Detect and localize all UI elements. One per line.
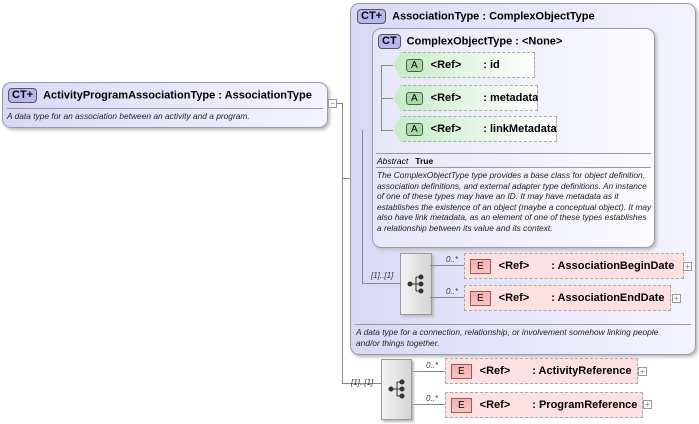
abstract-value: True: [415, 156, 434, 166]
attribute-id[interactable]: A <Ref> : id: [393, 52, 535, 78]
association-type-title: AssociationType : ComplexObjectType: [392, 10, 595, 23]
abstract-label: Abstract: [377, 156, 409, 166]
attribute-badge: A: [406, 58, 423, 72]
sequence-compositor[interactable]: [381, 359, 412, 420]
expand-button[interactable]: +: [643, 400, 652, 409]
ref-label: <Ref>: [430, 92, 462, 104]
attribute-name: : linkMetadata: [483, 123, 557, 135]
ref-label: <Ref>: [479, 365, 511, 377]
attribute-metadata[interactable]: A <Ref> : metadata: [393, 85, 538, 111]
sequence-icon: [388, 379, 405, 399]
element-badge: E: [451, 363, 472, 379]
element-name: : AssociationBeginDate: [551, 260, 675, 272]
root-type-name: ActivityProgramAssociationType: [43, 89, 216, 102]
association-description: A data type for a connection, relationsh…: [356, 327, 659, 348]
occurs-label: 0..*: [446, 255, 459, 264]
attribute-badge: A: [406, 122, 423, 136]
expand-button[interactable]: +: [672, 294, 681, 303]
root-base-type: : AssociationType: [218, 89, 312, 102]
attribute-name: : id: [483, 59, 500, 71]
sequence-icon: [407, 274, 424, 294]
element-association-end-date[interactable]: E <Ref> : AssociationEndDate: [464, 285, 671, 311]
occurs-label: 0..*: [426, 361, 439, 370]
element-association-begin-date[interactable]: E <Ref> : AssociationBeginDate: [464, 253, 684, 279]
element-badge: E: [451, 397, 472, 413]
element-activity-reference[interactable]: E <Ref> : ActivityReference: [445, 358, 638, 384]
root-description: A data type for an association between a…: [7, 111, 250, 121]
sequence-cardinality: [1]..[1]: [351, 378, 374, 387]
complex-object-description: The ComplexObjectType type provides a ba…: [377, 170, 652, 233]
attribute-badge: A: [406, 91, 423, 105]
element-badge: E: [470, 258, 491, 274]
element-name: : ActivityReference: [532, 365, 632, 377]
element-name: : ProgramReference: [532, 399, 638, 411]
attribute-linkmetadata[interactable]: A <Ref> : linkMetadata: [393, 116, 557, 142]
element-name: : AssociationEndDate: [551, 292, 665, 304]
sequence-cardinality: [1]..[1]: [371, 271, 394, 280]
element-program-reference[interactable]: E <Ref> : ProgramReference: [445, 392, 643, 418]
complex-object-type-title: ComplexObjectType : <None>: [406, 35, 563, 48]
ref-label: <Ref>: [498, 260, 530, 272]
complex-type-badge: CT+: [357, 9, 387, 24]
ref-label: <Ref>: [479, 399, 511, 411]
ref-label: <Ref>: [498, 292, 530, 304]
ref-label: <Ref>: [430, 123, 462, 135]
collapse-button[interactable]: −: [328, 99, 337, 108]
element-badge: E: [470, 290, 491, 306]
complex-type-badge: CT+: [8, 88, 38, 103]
complex-type-badge: CT: [378, 34, 401, 49]
ref-label: <Ref>: [430, 59, 462, 71]
occurs-label: 0..*: [446, 287, 459, 296]
occurs-label: 0..*: [426, 394, 439, 403]
sequence-compositor[interactable]: [400, 253, 432, 315]
expand-button[interactable]: +: [638, 367, 647, 376]
expand-button[interactable]: +: [683, 262, 692, 271]
attribute-name: : metadata: [483, 92, 539, 104]
root-complex-type: CT+ ActivityProgramAssociationType : Asso…: [2, 82, 328, 128]
